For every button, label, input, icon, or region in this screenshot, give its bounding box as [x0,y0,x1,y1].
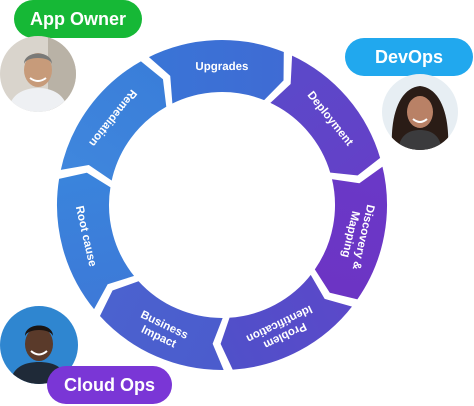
segment-deployment [266,52,383,178]
segment-problem-identification [218,271,356,372]
app-owner-badge: App Owner [14,0,142,38]
cloud-ops-badge: Cloud Ops [47,366,172,404]
label-line: Upgrades [195,61,248,73]
segment-root-cause [55,170,138,313]
segment-upgrades [145,38,286,107]
cloud-ops-label: Cloud Ops [64,374,155,395]
label-upgrades: Upgrades [195,61,248,73]
app-owner-avatar [0,36,76,112]
devops-avatar [382,74,458,150]
segment-business-impact [97,278,227,372]
devops-label: DevOps [374,46,444,67]
app-owner-label: App Owner [29,8,126,29]
segment-discovery-mapping [312,163,389,302]
segment-remediation [58,58,169,184]
devops-badge: DevOps [345,38,473,76]
